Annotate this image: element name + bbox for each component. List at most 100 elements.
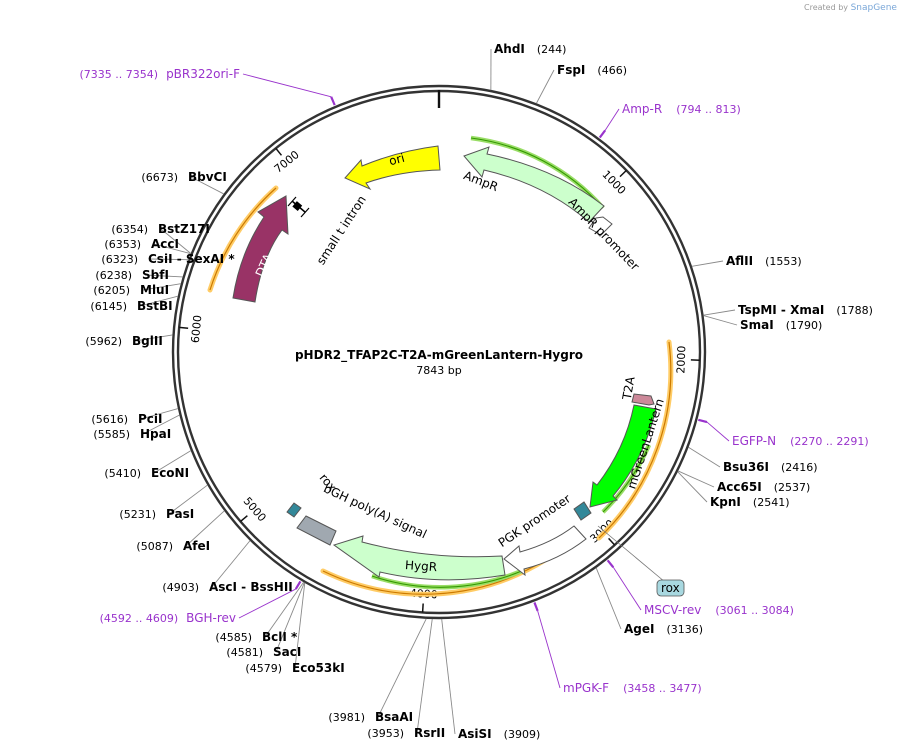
tick-3000	[608, 537, 616, 546]
site-name: BclI *	[262, 630, 298, 644]
mgreenlantern-arrow	[589, 404, 657, 508]
primer-line-2	[706, 421, 730, 442]
snapgene-brand: SnapGene	[850, 3, 897, 13]
site-line-18	[153, 450, 192, 474]
site-line-11	[377, 618, 427, 718]
primer-mark-4	[533, 602, 539, 612]
site-name: MluI	[140, 283, 169, 297]
primer-mark-5	[294, 580, 302, 590]
site-name: AgeI	[624, 622, 654, 636]
site-position: (6238)	[95, 269, 132, 282]
primer-name: MSCV-rev	[644, 603, 701, 617]
orf-arc-dta-core	[209, 187, 277, 291]
site-position: (2541)	[753, 496, 790, 509]
feature-label-rox-right: rox	[661, 581, 680, 595]
orf-arc-hygr-inner-core	[371, 569, 525, 588]
bgh-polya-box	[296, 515, 337, 546]
primer-name: BGH-rev	[186, 611, 236, 625]
primer-line-4	[537, 610, 561, 689]
primer-range: (4592 .. 4609)	[100, 612, 179, 625]
primer-name: mPGK-F	[563, 681, 609, 695]
site-position: (5962)	[85, 335, 122, 348]
site-line-4	[703, 315, 738, 326]
site-position: (6354)	[111, 223, 148, 236]
primer-mark-2	[698, 418, 708, 424]
site-name: CsiI - SexAI *	[148, 252, 235, 266]
primer-range: (3458 .. 3477)	[623, 682, 702, 695]
rox-site-right	[573, 501, 592, 521]
feature-label-bgh: bGH poly(A) signal	[321, 481, 428, 541]
rox-callout: rox	[597, 525, 685, 597]
site-line-24	[144, 274, 183, 278]
site-name: AscI - BssHII	[209, 580, 293, 594]
site-position: (6673)	[141, 171, 178, 184]
site-position: (6323)	[101, 253, 138, 266]
site-name: Bsu36I	[723, 460, 769, 474]
feature-label-hygr: HygR	[405, 558, 438, 574]
site-line-26	[153, 243, 191, 255]
site-position: (6353)	[104, 238, 141, 251]
plasmid-name: pHDR2_TFAP2C-T2A-mGreenLantern-Hygro	[295, 348, 583, 363]
tick-label-2000: 2000	[674, 345, 688, 373]
site-line-19	[142, 414, 180, 435]
site-line-20	[140, 408, 179, 420]
site-name: Acc65I	[717, 480, 762, 494]
site-name: SacI	[273, 645, 301, 659]
site-line-8	[595, 567, 622, 630]
site-name: AccI	[151, 237, 179, 251]
site-position: (244)	[537, 43, 567, 56]
site-name: KpnI	[710, 495, 741, 509]
site-position: (5616)	[91, 413, 128, 426]
primer-range: (3061 .. 3084)	[715, 604, 794, 617]
hygr-arrow	[332, 535, 506, 581]
site-name: PasI	[166, 507, 194, 521]
site-position: (5231)	[119, 508, 156, 521]
site-line-12	[294, 582, 306, 669]
site-position: (5087)	[136, 540, 173, 553]
tick-4000	[421, 603, 424, 613]
site-name: FspI	[557, 63, 585, 77]
plasmid-length: 7843 bp	[416, 364, 461, 377]
primer-line-0	[242, 73, 332, 98]
tick-label-6000: 6000	[189, 315, 205, 344]
site-line-7	[677, 471, 708, 503]
tick-5000	[240, 515, 248, 523]
ampr-promoter-arrow	[588, 216, 613, 237]
site-position: (3953)	[367, 727, 404, 740]
site-name: SbfI	[142, 268, 169, 282]
site-position: (5585)	[93, 428, 130, 441]
site-position: (2537)	[774, 481, 811, 494]
site-line-10	[416, 618, 433, 734]
site-position: (4585)	[215, 631, 252, 644]
site-name: SmaI	[740, 318, 774, 332]
site-line-28	[190, 176, 225, 195]
site-line-17	[168, 484, 208, 515]
site-line-5	[688, 446, 721, 468]
site-name: BglII	[132, 334, 163, 348]
site-line-2	[691, 260, 724, 267]
tick-6000	[179, 326, 189, 330]
site-name: BsaAI	[375, 710, 413, 724]
ori-arrow	[344, 145, 441, 191]
site-line-14	[264, 581, 305, 638]
primer-line-5	[238, 588, 296, 619]
site-line-9	[441, 618, 456, 735]
site-position: (1788)	[836, 304, 873, 317]
site-line-6	[677, 470, 715, 488]
site-line-3	[703, 309, 736, 316]
primer-mark-0	[330, 96, 336, 106]
site-position: (466)	[597, 64, 627, 77]
pgk-promoter-arrow	[503, 525, 587, 577]
primer-mark-3	[606, 559, 615, 568]
site-position: (6205)	[93, 284, 130, 297]
site-position: (2416)	[781, 461, 818, 474]
tick-label-7000: 7000	[272, 148, 302, 176]
site-name: AfeI	[183, 539, 210, 553]
primer-line-1	[604, 108, 620, 131]
site-name: AhdI	[494, 42, 525, 56]
site-labels: AhdI(244)FspI(466)AflII(1553)TspMI - Xma…	[80, 42, 873, 741]
primer-name: pBR322ori-F	[166, 67, 240, 81]
orf-arc-ampr-core	[470, 137, 604, 209]
orf-arc-gfp-core	[602, 444, 650, 513]
site-position: (3136)	[666, 623, 703, 636]
